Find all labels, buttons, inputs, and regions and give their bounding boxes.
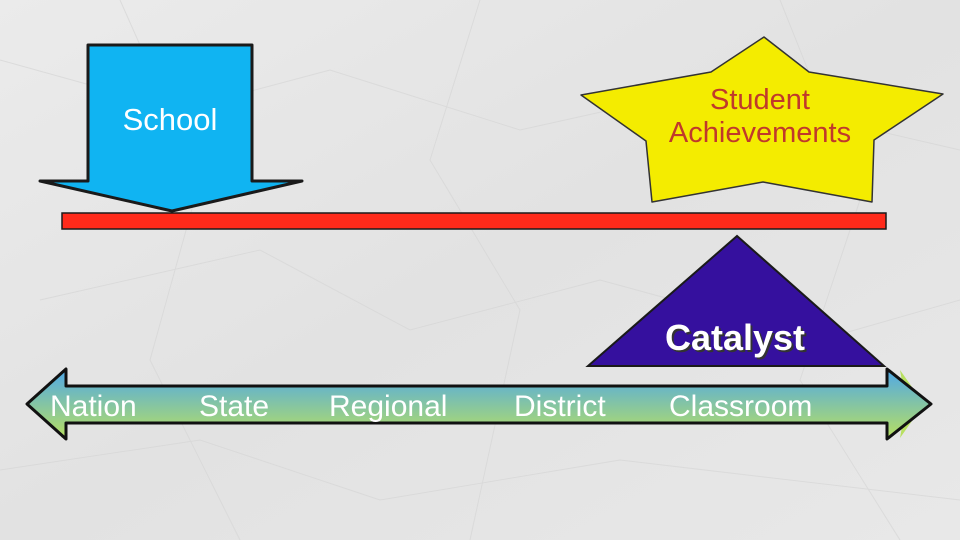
star-label-line-1: Student bbox=[710, 84, 810, 116]
star-label-line-2: Achievements bbox=[668, 117, 852, 150]
level-classroom: Classroom bbox=[669, 390, 813, 423]
level-state: State bbox=[199, 390, 270, 423]
school-label: School bbox=[122, 102, 218, 137]
level-nation: Nation bbox=[50, 390, 137, 423]
student-achievements-label: Student Achievements bbox=[640, 84, 880, 151]
level-district: District bbox=[514, 390, 606, 423]
catalyst-label: Catalyst bbox=[664, 317, 806, 358]
timeline-bar bbox=[61, 212, 887, 230]
achievement-star bbox=[580, 36, 944, 203]
scale-arrow bbox=[25, 367, 933, 441]
catalyst-triangle bbox=[585, 234, 887, 367]
school-arrow bbox=[38, 43, 304, 213]
level-regional: Regional bbox=[329, 390, 448, 423]
